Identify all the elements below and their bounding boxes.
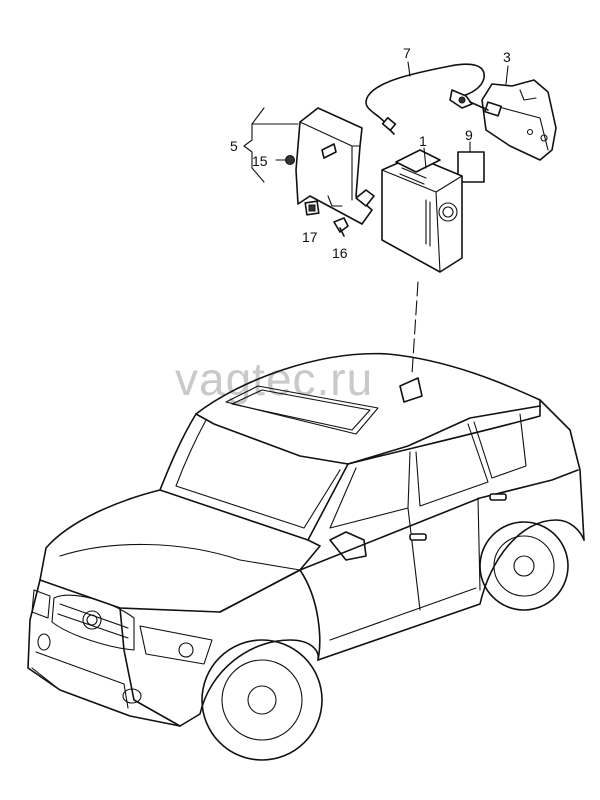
callout-5: 5 — [230, 138, 238, 154]
callout-3: 3 — [503, 49, 511, 65]
callout-17: 17 — [302, 229, 318, 245]
part-3-module — [481, 79, 557, 161]
callout-16: 16 — [332, 245, 348, 261]
part-7-cable — [365, 63, 489, 135]
callout-1-leader — [423, 147, 427, 169]
part-1-control-unit — [381, 149, 463, 273]
rear-wheel — [479, 521, 569, 611]
callout-9: 9 — [465, 127, 473, 143]
callout-15: 15 — [252, 153, 268, 169]
callout-7-leader — [407, 61, 411, 77]
part-5-bracket — [295, 107, 375, 225]
part-16-bolt — [333, 217, 349, 237]
roof-antenna — [399, 377, 423, 403]
part-17-clip — [304, 200, 320, 216]
front-wheel — [201, 639, 323, 761]
vehicle-outline — [27, 352, 585, 761]
callout-1: 1 — [419, 133, 427, 149]
watermark-text: vagtec.ru — [175, 353, 373, 405]
part-15-nut — [275, 155, 295, 165]
locator-line — [411, 281, 419, 375]
side-mirror — [329, 531, 367, 561]
callout-5-brace — [243, 107, 265, 183]
callout-3-leader — [505, 65, 509, 85]
callout-7: 7 — [403, 45, 411, 61]
